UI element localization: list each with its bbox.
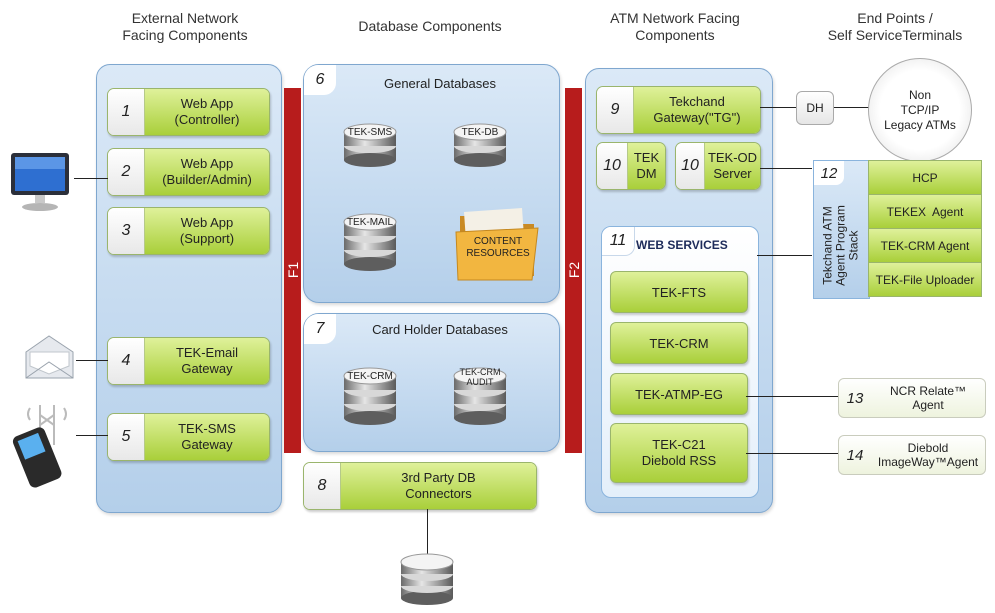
- folder-icon: [455, 208, 539, 281]
- database-icon: [400, 553, 454, 605]
- general-databases-title: General Databases: [383, 76, 496, 91]
- ws-tek-atmp-eg[interactable]: TEK-ATMP-EG: [610, 373, 748, 415]
- ws-tek-fts[interactable]: TEK-FTS: [610, 271, 748, 313]
- connector-dh-legacy: [832, 107, 872, 108]
- agent-stack-number: 12: [814, 161, 844, 185]
- folder-label: CONTENT RESOURCES: [466, 236, 530, 259]
- web-app-controller[interactable]: 1 Web App(Controller): [107, 88, 270, 136]
- web-app-builder-admin[interactable]: 2 Web App(Builder/Admin): [107, 148, 270, 196]
- dh-box[interactable]: DH: [796, 91, 834, 125]
- stack-item-tek-file-uploader[interactable]: TEK-File Uploader: [868, 262, 982, 297]
- database-icon: [343, 123, 397, 167]
- header-external: External Network Facing Components: [122, 10, 248, 43]
- db-label-tek-mail: TEK-MAIL: [346, 217, 394, 228]
- firewall-f1-label: F1: [285, 261, 301, 279]
- stack-item-tekex-agent[interactable]: TEKEX Agent: [868, 194, 982, 229]
- general-databases-number: 6: [304, 65, 336, 95]
- connector-monitor: [74, 178, 108, 179]
- database-icon: [453, 123, 507, 167]
- db-label-tek-crm-audit: TEK-CRM AUDIT: [459, 367, 501, 387]
- connector-ws-stack: [757, 255, 812, 256]
- mobile-phone-icon: [12, 405, 67, 488]
- stack-item-tek-crm-agent[interactable]: TEK-CRM Agent: [868, 228, 982, 263]
- connector-third-party-db: [427, 509, 428, 554]
- connector-gateway-dh: [760, 107, 796, 108]
- connector-phone: [76, 435, 108, 436]
- firewall-f1: [284, 88, 301, 453]
- card-holder-databases-title: Card Holder Databases: [372, 322, 508, 337]
- connector-envelope: [76, 360, 108, 361]
- ws-tek-crm[interactable]: TEK-CRM: [610, 322, 748, 364]
- database-icon: [343, 213, 397, 271]
- firewall-f2-label: F2: [566, 261, 582, 279]
- database-icon: [343, 367, 397, 425]
- stack-item-hcp[interactable]: HCP: [868, 160, 982, 195]
- db-label-tek-sms: TEK-SMS: [347, 127, 393, 138]
- legacy-atms-circle[interactable]: Non TCP/IP Legacy ATMs: [868, 58, 972, 162]
- web-services-number: 11: [602, 227, 635, 256]
- header-database: Database Components: [358, 18, 502, 34]
- envelope-icon: [25, 335, 74, 379]
- database-icon: [453, 367, 507, 425]
- db-label-tek-crm: TEK-CRM: [347, 371, 393, 382]
- monitor-icon: [11, 153, 69, 211]
- firewall-f2: [565, 88, 582, 453]
- connector-atmp-ncr: [746, 396, 838, 397]
- header-endpoints: End Points / Self ServiceTerminals: [827, 10, 963, 43]
- connector-c21-diebold: [746, 453, 838, 454]
- db-label-tek-db: TEK-DB: [461, 127, 499, 138]
- agent-stack-label: Tekchand ATM Agent Program Stack: [820, 205, 861, 286]
- web-app-support[interactable]: 3 Web App(Support): [107, 207, 270, 255]
- header-atm: ATM Network Facing Components: [610, 10, 740, 43]
- web-services-title: WEB SERVICES: [636, 238, 728, 252]
- card-holder-databases-number: 7: [304, 314, 336, 344]
- connector-od-stack: [760, 168, 812, 169]
